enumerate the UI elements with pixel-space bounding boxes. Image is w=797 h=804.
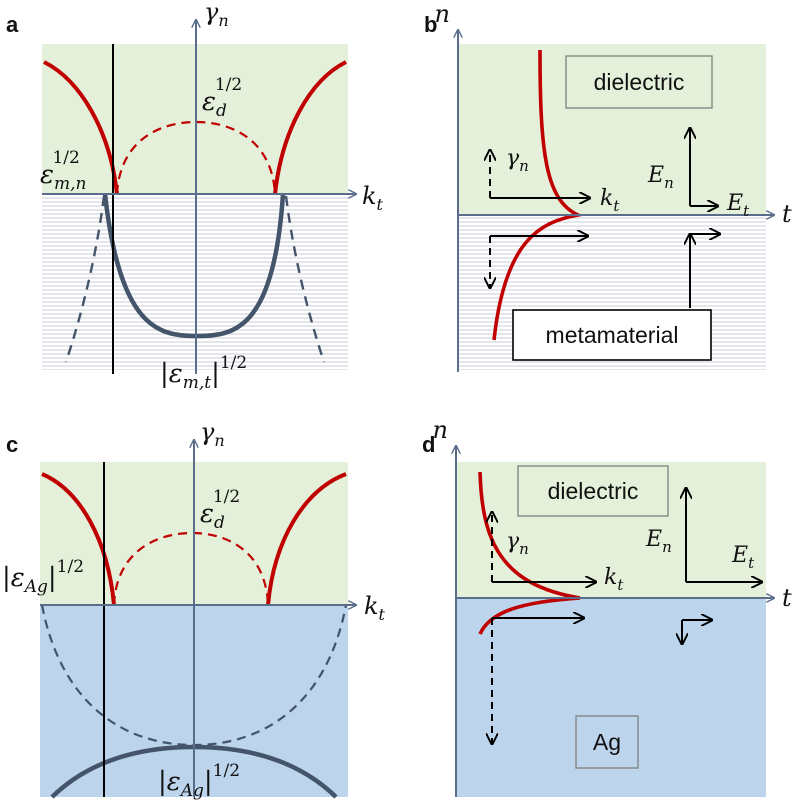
panel-a: a γn kt εd1/2 εm,n1/2 |εm,t|1/2 [6,0,384,393]
panel-d-dielectric-box [517,465,669,517]
panel-d-gamma-label: γn [506,529,529,558]
panel-a-red-dashed-arc [115,120,277,195]
panel-d-letter: d [422,432,435,457]
panel-a-dashed-slate-right [284,195,326,363]
panel-c-x-axis-label: kt [364,592,386,624]
panel-d: dielectric Ag d n t γn kt En Et [422,416,792,797]
panel-c-epsilon-d-label: εd1/2 [200,487,240,533]
panel-a-epsilon-d-label: εd1/2 [202,75,242,121]
panel-d-k-label: kt [604,565,624,594]
panel-a-y-axis-label: γn [204,0,229,30]
panel-d-et-label: Et [731,543,755,572]
panel-b-et-label: Et [726,191,750,220]
panel-b-en-label: En [647,163,674,192]
panel-c-letter: c [6,432,18,457]
panel-b-k-label: kt [600,186,620,215]
panel-b-gamma-label: γn [506,146,529,175]
panel-a-dashed-slate-left [64,195,106,363]
panel-a-red-curve-right [273,60,347,195]
panel-b-metamaterial-label: metamaterial [546,322,679,348]
panel-c-epsilon-ag-left-label: |εAg|1/2 [2,557,84,597]
panel-c-red-curve-right [266,472,347,606]
panel-a-epsilon-mt-label: |εm,t|1/2 [160,353,247,393]
panel-c-red-curve-left [41,472,116,606]
panel-d-ag-box [575,715,639,769]
panel-a-letter: a [6,12,19,37]
panel-d-y-axis-label: n [433,416,448,444]
panel-c-red-dashed-arc [112,531,270,606]
panel-b-letter: b [424,12,437,37]
panel-b-y-axis-label: n [435,0,450,28]
panel-b-dielectric-box [565,55,713,109]
panel-c-y-axis-label: γn [200,418,225,450]
panel-b-dielectric-label: dielectric [594,69,685,95]
panel-d-red-curve [478,471,581,635]
panel-b-x-axis-label: t [782,200,792,228]
panel-d-en-label: En [645,527,672,556]
panel-a-x-axis-label: kt [362,182,384,214]
panel-b: dielectric metamaterial b n t γn kt En E… [424,0,792,372]
panel-d-x-axis-label: t [782,584,792,612]
panel-d-dielectric-label: dielectric [548,478,639,504]
panel-b-metamaterial-box [512,309,712,361]
panel-a-epsilon-mn-label: εm,n1/2 [40,148,86,194]
panel-d-ag-label: Ag [593,729,621,755]
panel-c: c γn kt εd1/2 |εAg|1/2 |εAg|1/2 [2,418,386,801]
panel-c-epsilon-ag-bottom-label: |εAg|1/2 [158,761,240,801]
